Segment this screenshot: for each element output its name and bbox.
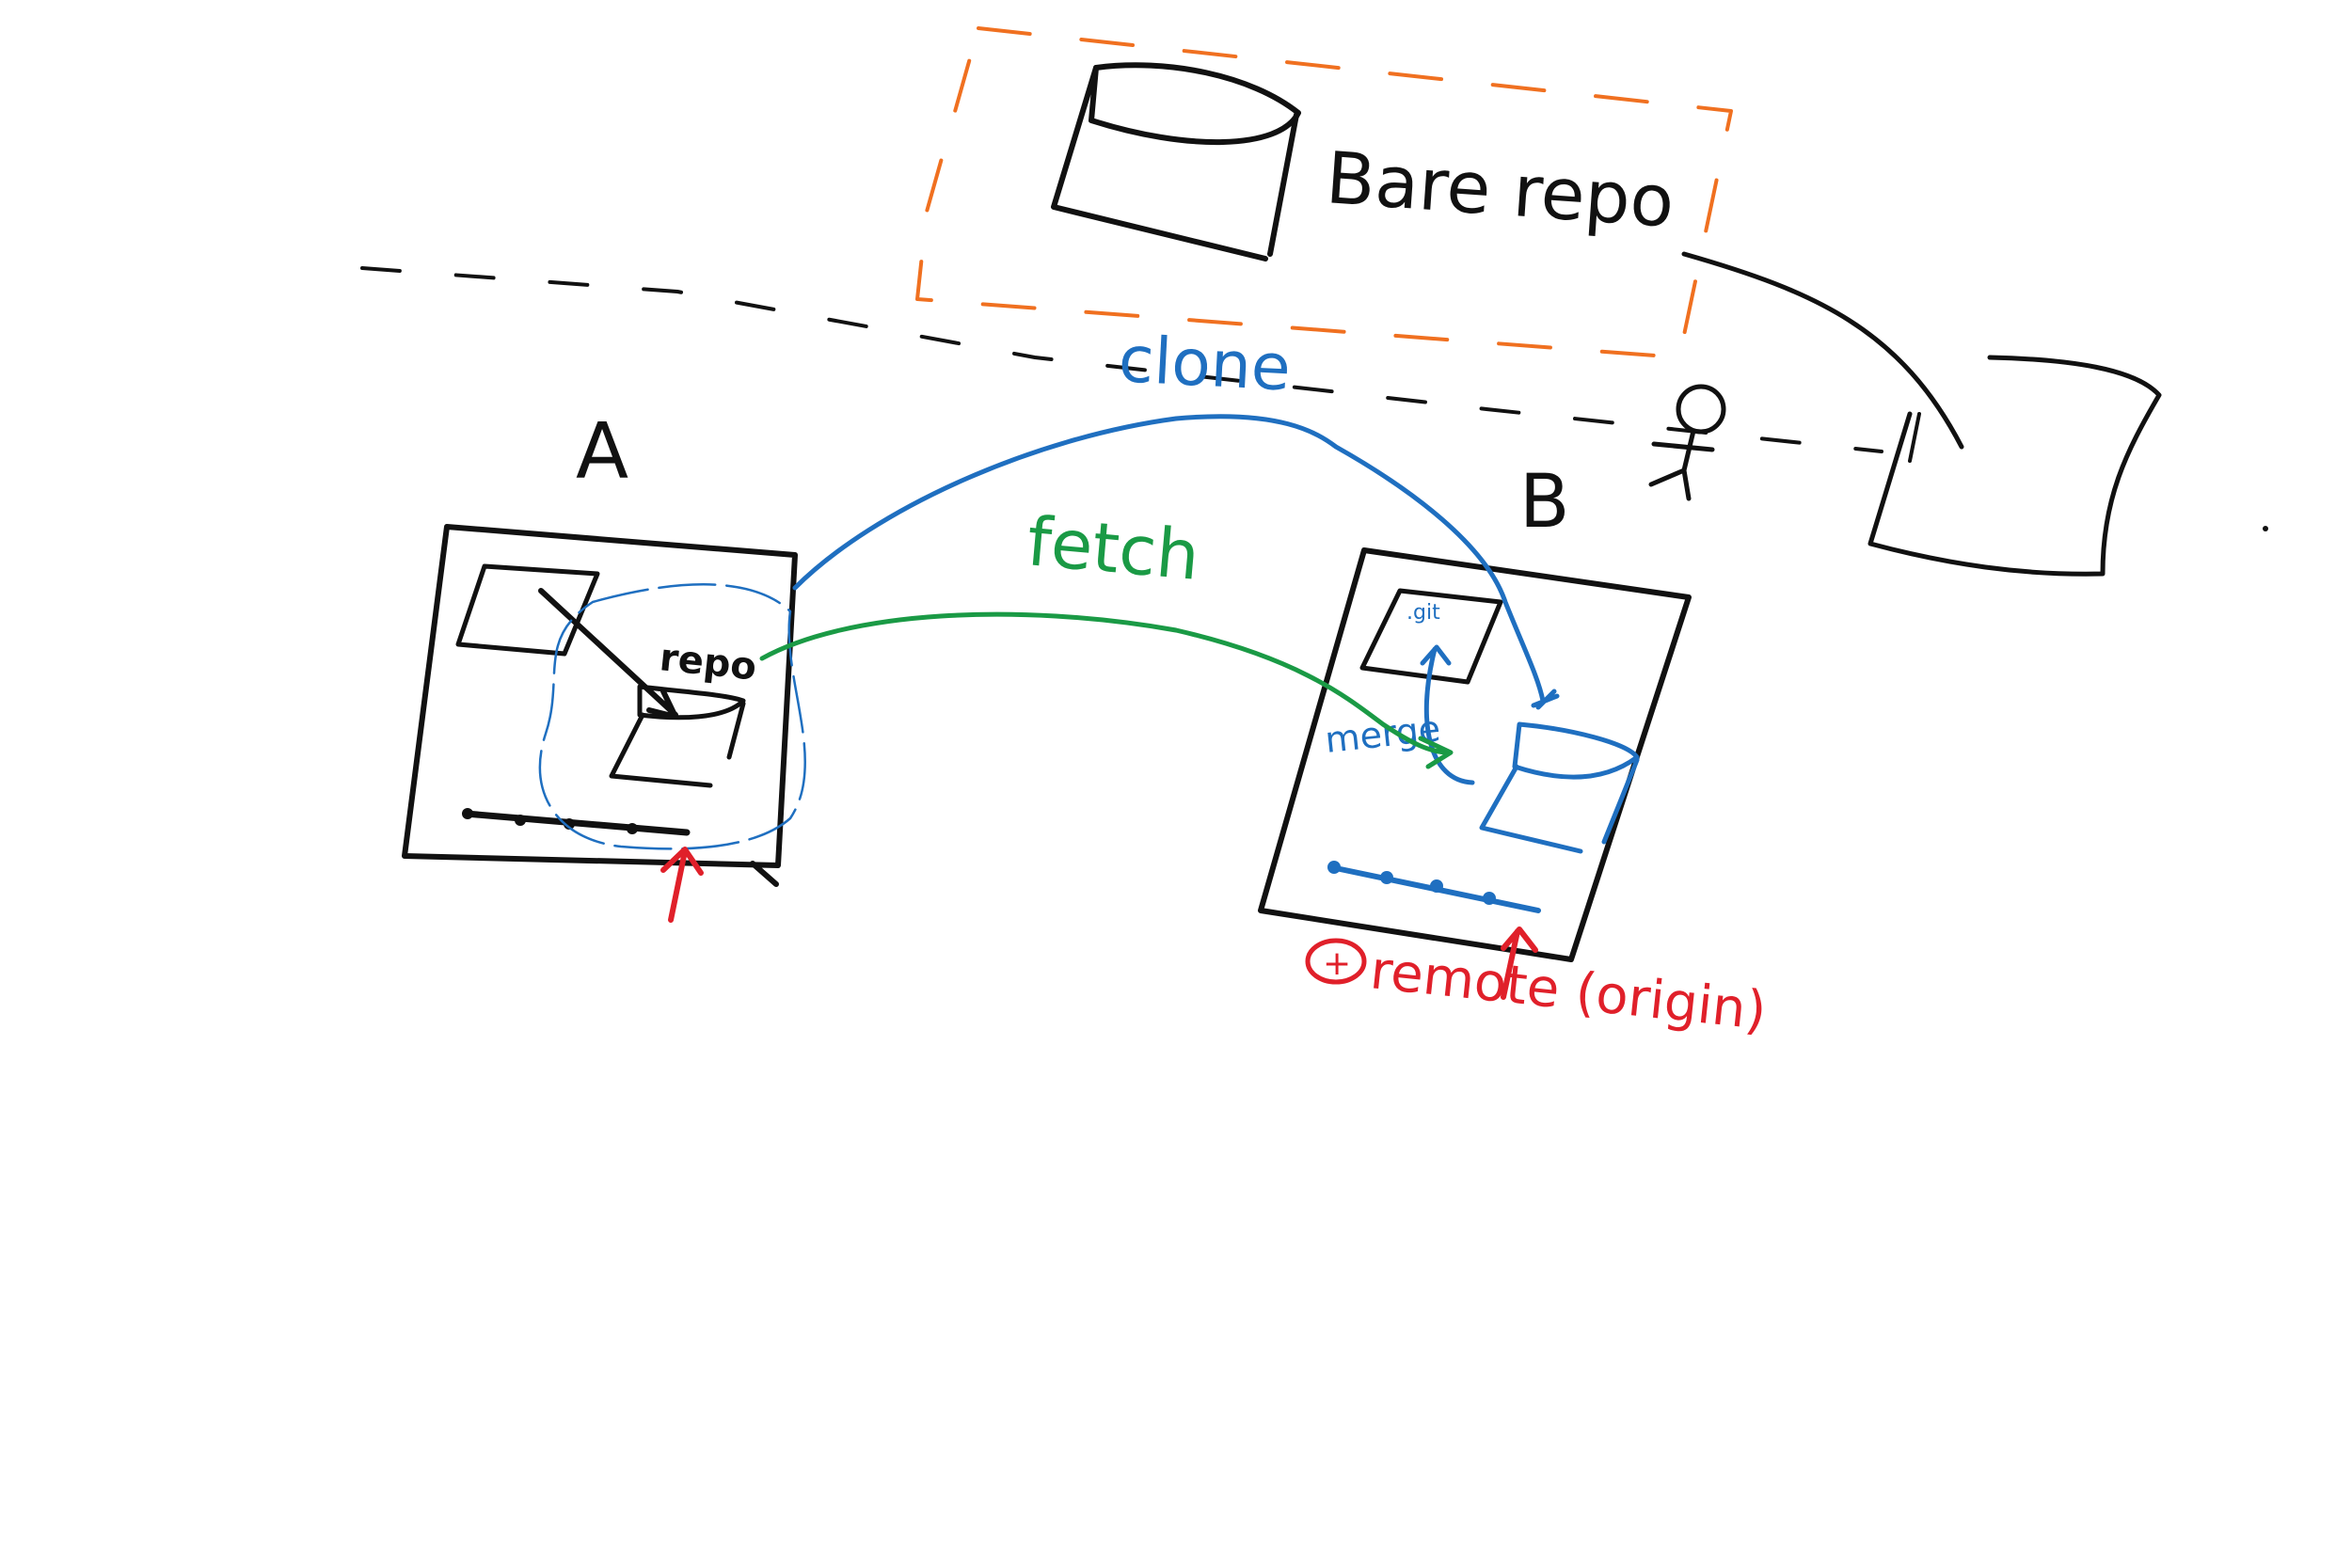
remote-server-box — [1867, 355, 2162, 577]
machine-a-repo-label: repo — [658, 636, 758, 689]
bare-repo-label: Bare repo — [1324, 135, 1677, 244]
machine-a-database-icon — [609, 684, 746, 788]
machine-a-repo-highlight-loop — [538, 583, 806, 850]
bare-repo-group: Bare repo — [915, 26, 1733, 359]
clone-label: clone — [1117, 323, 1293, 405]
plus-sign: + — [1323, 944, 1351, 983]
stray-dot — [2263, 526, 2268, 531]
machine-a-head-pointer-arrow[interactable] — [660, 847, 704, 923]
machine-a: A repo — [402, 407, 806, 923]
bare-repo-dashed-border — [915, 26, 1733, 359]
machine-a-label: A — [576, 407, 628, 497]
remote-origin-label: remote (origin) — [1368, 940, 1770, 1042]
machine-b-clone-arrowhead — [1531, 689, 1560, 710]
clone-arrow[interactable] — [792, 414, 1546, 704]
person-icon — [1648, 384, 1726, 501]
machine-a-link-arrow — [538, 588, 678, 720]
machine-a-frame — [402, 524, 798, 868]
machine-a-commit-history — [462, 808, 691, 836]
fetch-label: fetch — [1025, 501, 1203, 595]
machine-a-bottom-ext — [750, 861, 779, 887]
machine-b-commit-history — [1327, 861, 1541, 913]
remote-origin-pointer-arrow[interactable] — [1501, 927, 1538, 1000]
network-boundary-dashed-line — [360, 266, 1883, 453]
machine-b: B .git merge + remote (origin) — [1258, 460, 1770, 1042]
remote-server-box-tick — [1908, 412, 1921, 463]
fetch-arrow[interactable] — [759, 611, 1454, 769]
machine-b-frame — [1258, 547, 1692, 962]
machine-b-git-label: .git — [1406, 601, 1440, 625]
machine-a-screen-icon — [455, 563, 600, 657]
machine-b-database-icon — [1479, 721, 1640, 854]
machine-b-merge-label: merge — [1323, 707, 1442, 761]
machine-b-remote-origin-annotation: + remote (origin) — [1305, 927, 1770, 1042]
bare-repo-database-icon — [1051, 62, 1301, 261]
bare-repo-connector-line — [1681, 251, 1964, 450]
machine-b-label: B — [1519, 460, 1570, 545]
plus-circle-icon — [1305, 938, 1367, 985]
machine-b-screen-icon — [1359, 588, 1503, 685]
